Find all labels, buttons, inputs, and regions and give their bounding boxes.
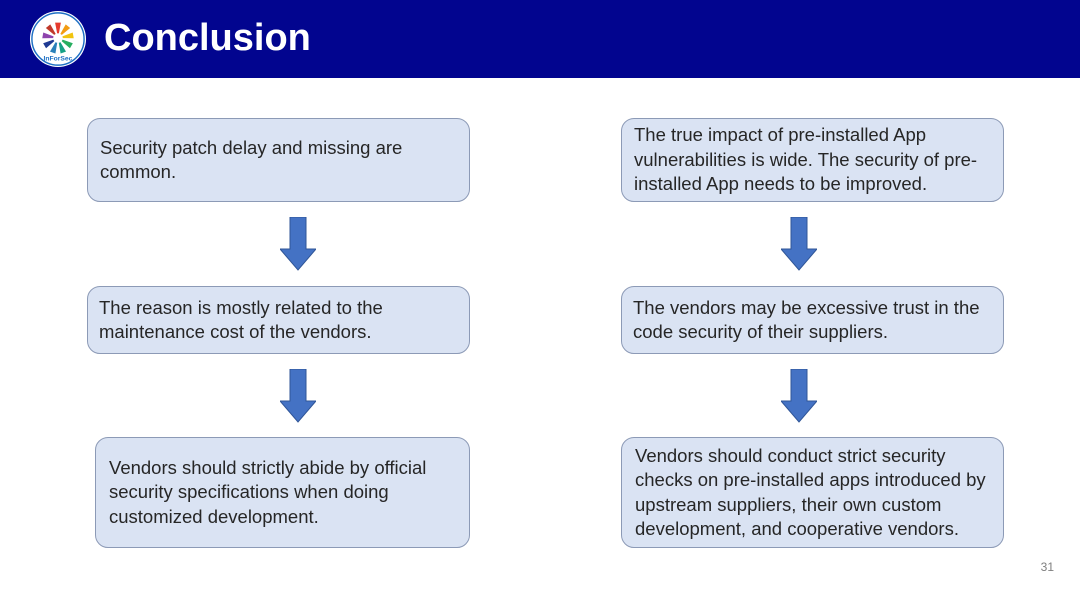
left-box-2-text: The reason is mostly related to the main… xyxy=(99,296,383,343)
right-box-3-text: Vendors should conduct strict security c… xyxy=(635,444,986,540)
left-box-1: Security patch delay and missing are com… xyxy=(87,118,470,202)
page-title: Conclusion xyxy=(104,17,311,59)
logo-text: InForSec xyxy=(44,55,73,62)
right-box-2-text: The vendors may be excessive trust in th… xyxy=(633,296,980,343)
right-box-2: The vendors may be excessive trust in th… xyxy=(621,286,1004,354)
page-number: 31 xyxy=(1040,560,1054,574)
right-box-1-text: The true impact of pre-installed App vul… xyxy=(634,124,978,195)
down-arrow-icon xyxy=(280,217,316,271)
left-box-3-text: Vendors should strictly abide by officia… xyxy=(109,456,427,527)
right-box-3: Vendors should conduct strict security c… xyxy=(621,437,1004,548)
down-arrow-icon xyxy=(280,369,316,423)
inforsec-logo-icon: InForSec xyxy=(29,10,87,68)
down-arrow-icon xyxy=(781,217,817,271)
left-box-3: Vendors should strictly abide by officia… xyxy=(95,437,470,548)
left-box-2: The reason is mostly related to the main… xyxy=(87,286,470,354)
right-box-1: The true impact of pre-installed App vul… xyxy=(621,118,1004,202)
down-arrow-icon xyxy=(781,369,817,423)
title-bar: InForSec Conclusion xyxy=(0,0,1080,78)
left-box-1-text: Security patch delay and missing are com… xyxy=(100,136,403,183)
